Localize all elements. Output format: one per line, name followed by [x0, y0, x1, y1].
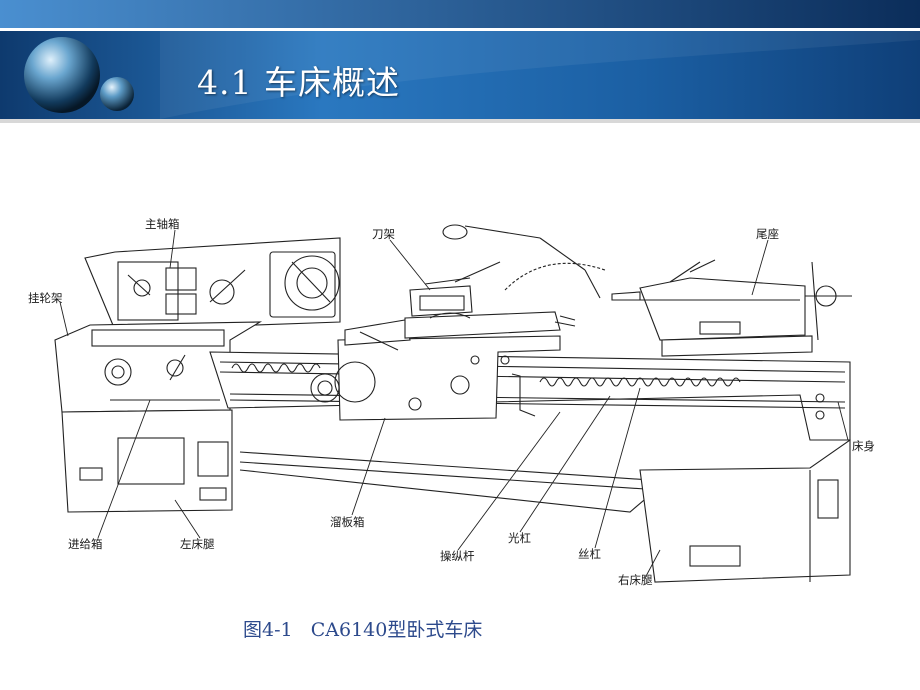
chip-tray — [239, 451, 651, 513]
label-apron: 溜板箱 — [330, 515, 365, 529]
header-banner — [0, 0, 920, 123]
feed-box — [54, 321, 263, 413]
tailstock — [611, 259, 852, 357]
label-feed-box: 进给箱 — [68, 537, 103, 551]
right-leg — [639, 438, 851, 583]
coolant-lamp — [442, 224, 606, 299]
label-right-leg: 右床腿 — [618, 573, 653, 587]
label-left-leg: 左床腿 — [180, 537, 215, 551]
label-headstock: 主轴箱 — [145, 217, 180, 231]
label-lead-screw: 丝杠 — [578, 547, 601, 561]
label-change-gear-frame: 挂轮架 — [28, 291, 63, 305]
tool-post — [404, 261, 576, 339]
label-feed-rod: 光杠 — [508, 531, 531, 545]
label-bed: 床身 — [852, 439, 875, 453]
small-globe-icon — [100, 77, 134, 111]
slide-header: 4.1 车床概述 — [0, 0, 920, 128]
globe-icon — [24, 37, 100, 113]
figure-caption: 图4-1 CA6140型卧式车床 — [243, 619, 483, 641]
headstock — [84, 237, 341, 331]
label-tailstock: 尾座 — [756, 227, 779, 241]
label-tool-post: 刀架 — [372, 227, 395, 241]
apron — [310, 319, 561, 421]
bed — [209, 351, 851, 441]
left-leg — [61, 409, 233, 513]
page-title: 4.1 车床概述 — [197, 63, 400, 102]
leader-lines — [59, 229, 849, 579]
label-control-rod: 操纵杆 — [440, 549, 475, 563]
lathe-diagram: 主轴箱 刀架 尾座 挂轮架 床身 进给箱 左床腿 溜板箱 操纵杆 光杠 丝杠 右… — [0, 190, 920, 600]
lathe-drawing: 主轴箱 刀架 尾座 挂轮架 床身 进给箱 左床腿 溜板箱 操纵杆 光杠 丝杠 右… — [28, 217, 875, 587]
